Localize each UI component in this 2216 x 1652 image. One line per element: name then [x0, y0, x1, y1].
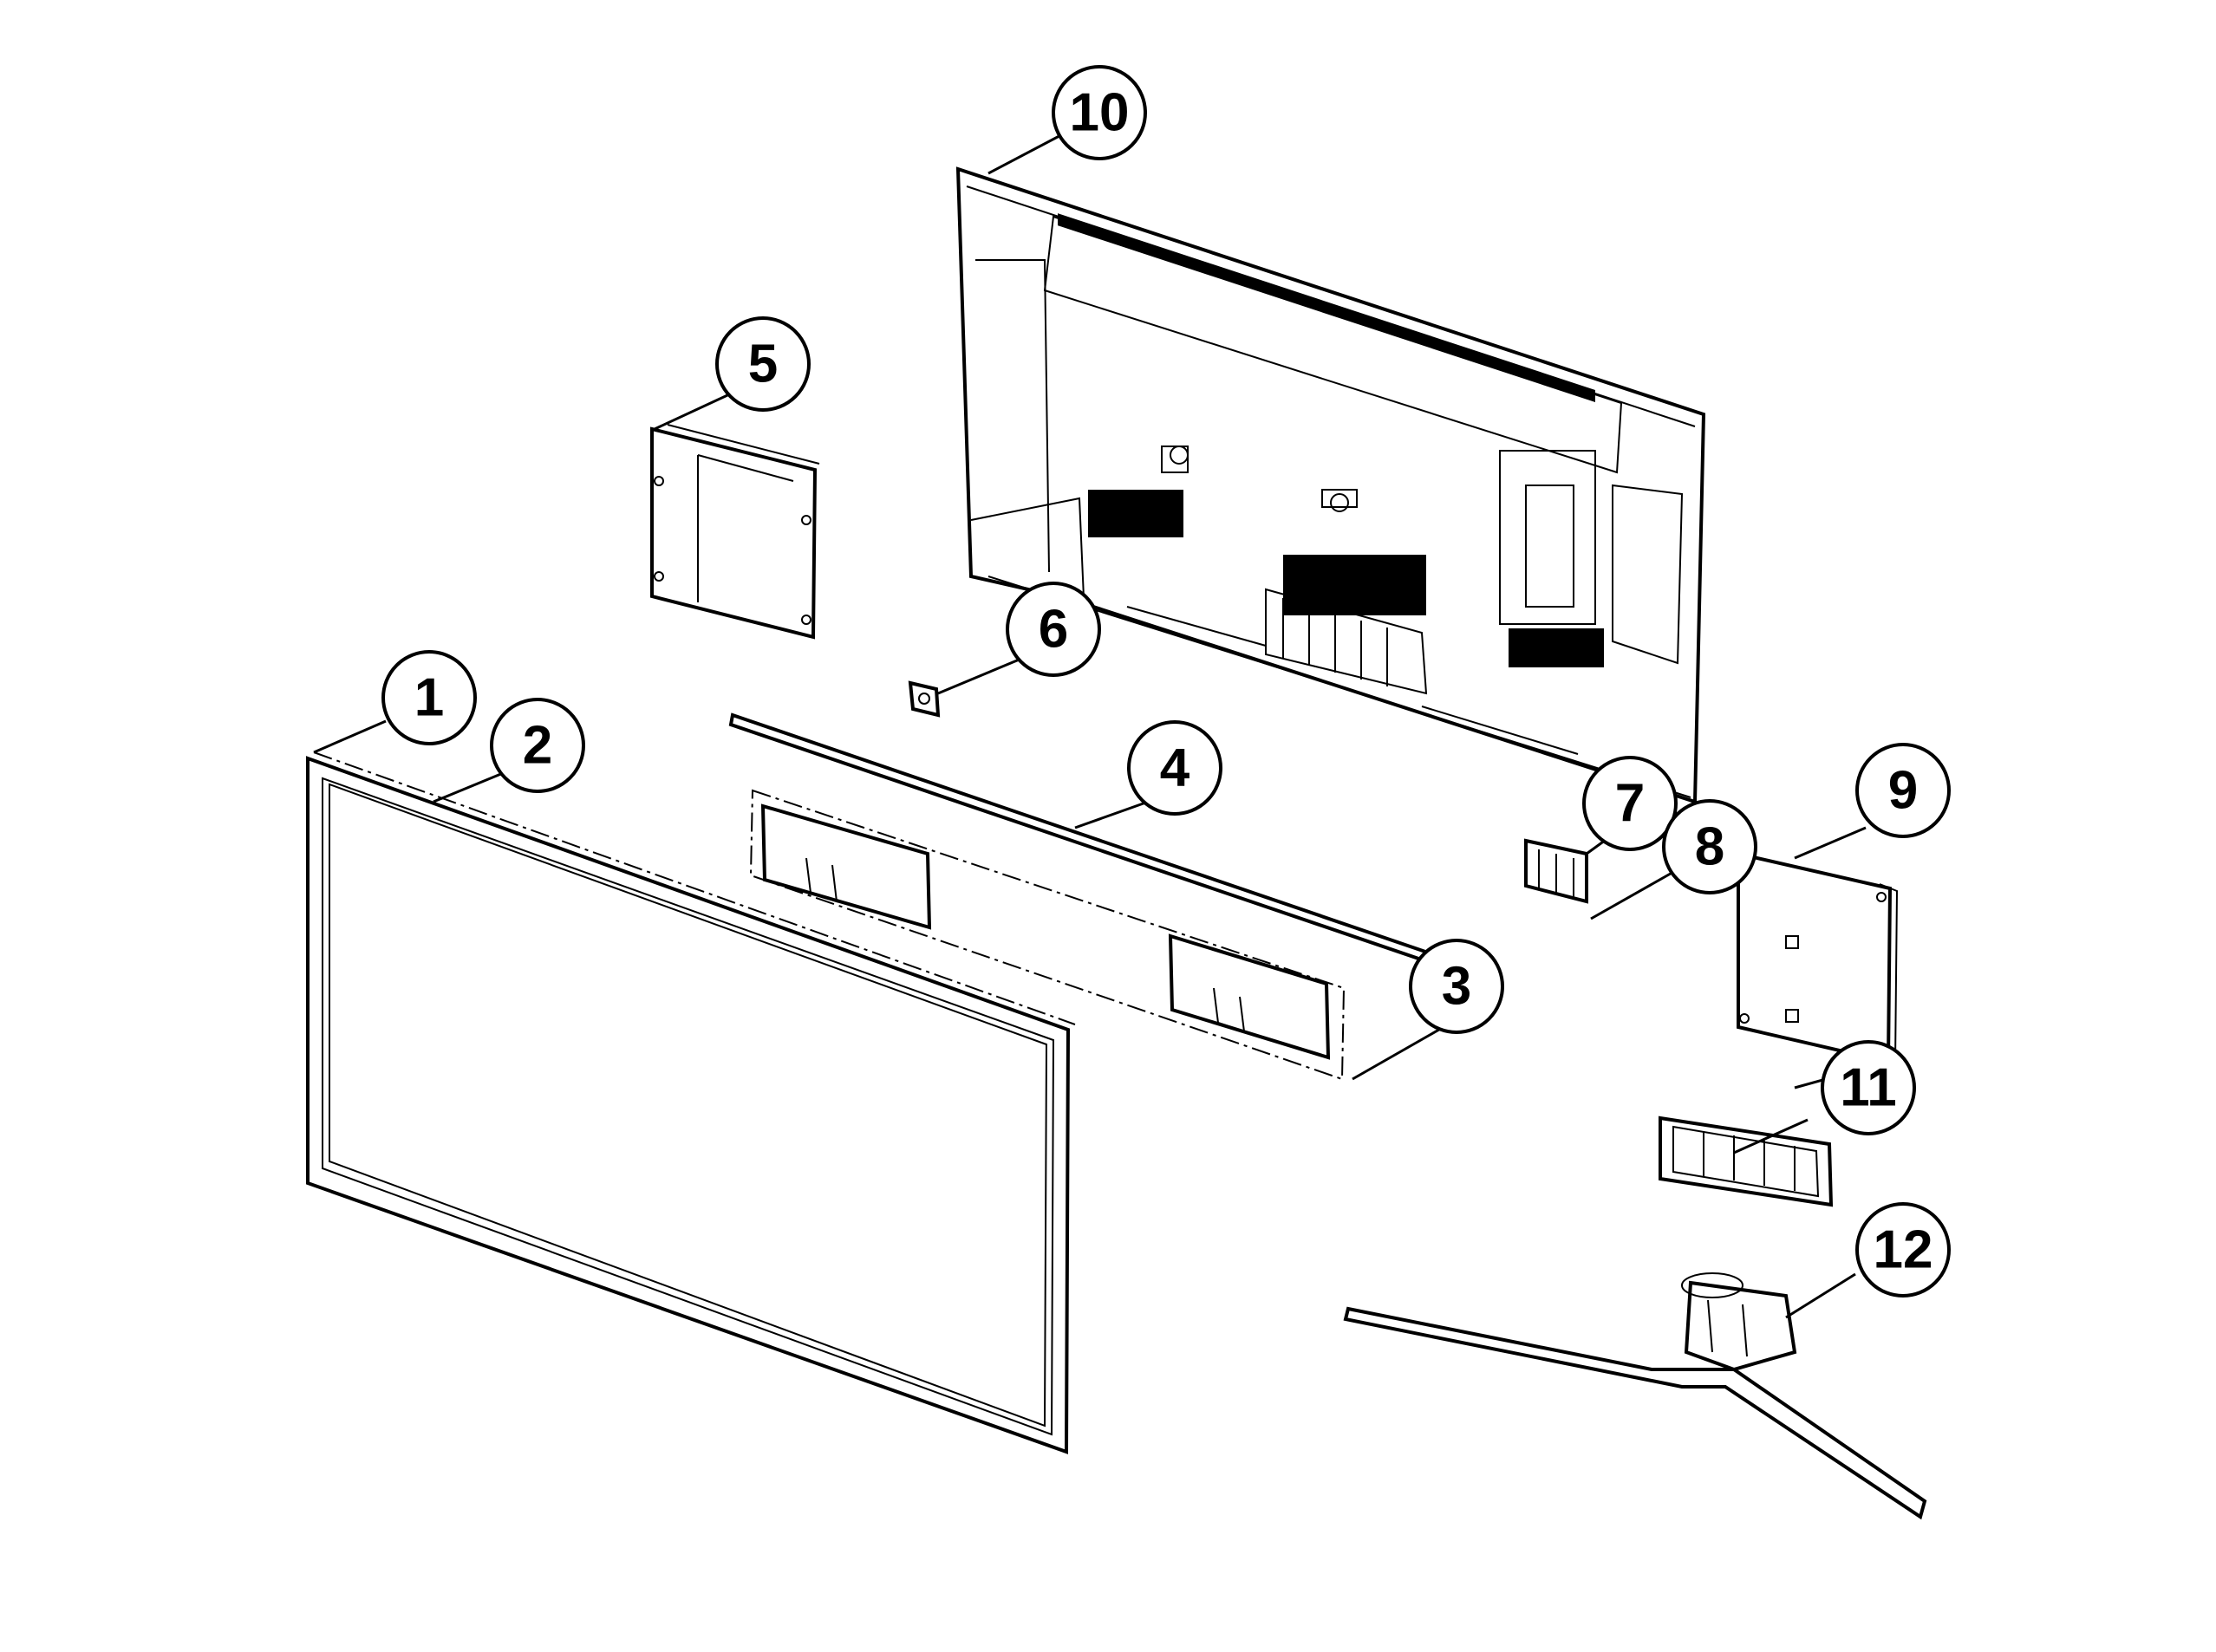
callout-7-label: 7 — [1615, 774, 1645, 834]
callout-4: 4 — [1127, 720, 1222, 816]
callout-7: 7 — [1582, 756, 1678, 851]
callout-12-label: 12 — [1874, 1220, 1933, 1280]
callout-5: 5 — [715, 316, 811, 412]
callout-11: 11 — [1821, 1040, 1916, 1135]
callout-4-label: 4 — [1160, 738, 1190, 798]
callout-6: 6 — [1006, 582, 1101, 677]
display-panel — [306, 751, 1076, 1454]
leader-lines — [313, 128, 1889, 1319]
callout-1: 1 — [381, 650, 477, 745]
callout-3-label: 3 — [1442, 957, 1471, 1017]
callout-10: 10 — [1052, 65, 1147, 160]
rear-cover — [955, 166, 1706, 804]
callout-2: 2 — [490, 698, 585, 793]
stand-base — [1343, 1272, 1927, 1520]
wall-mount-brackets — [749, 789, 1346, 1081]
power-board — [1737, 851, 1899, 1066]
terminal-clips — [1524, 838, 1588, 904]
callout-6-label: 6 — [1039, 600, 1068, 660]
callout-2-label: 2 — [523, 716, 552, 776]
callout-9-label: 9 — [1888, 761, 1918, 821]
callout-8-label: 8 — [1695, 817, 1724, 877]
callout-10-label: 10 — [1070, 83, 1130, 143]
ir-sensor-module — [908, 680, 941, 718]
callout-11-label: 11 — [1840, 1058, 1897, 1118]
main-board — [650, 424, 820, 640]
callout-9: 9 — [1855, 743, 1951, 838]
callout-3: 3 — [1409, 939, 1504, 1034]
callout-8: 8 — [1662, 799, 1757, 894]
callout-12: 12 — [1855, 1202, 1951, 1298]
callout-5-label: 5 — [748, 335, 778, 394]
callout-1-label: 1 — [414, 668, 444, 728]
stand-neck — [1659, 1115, 1834, 1207]
